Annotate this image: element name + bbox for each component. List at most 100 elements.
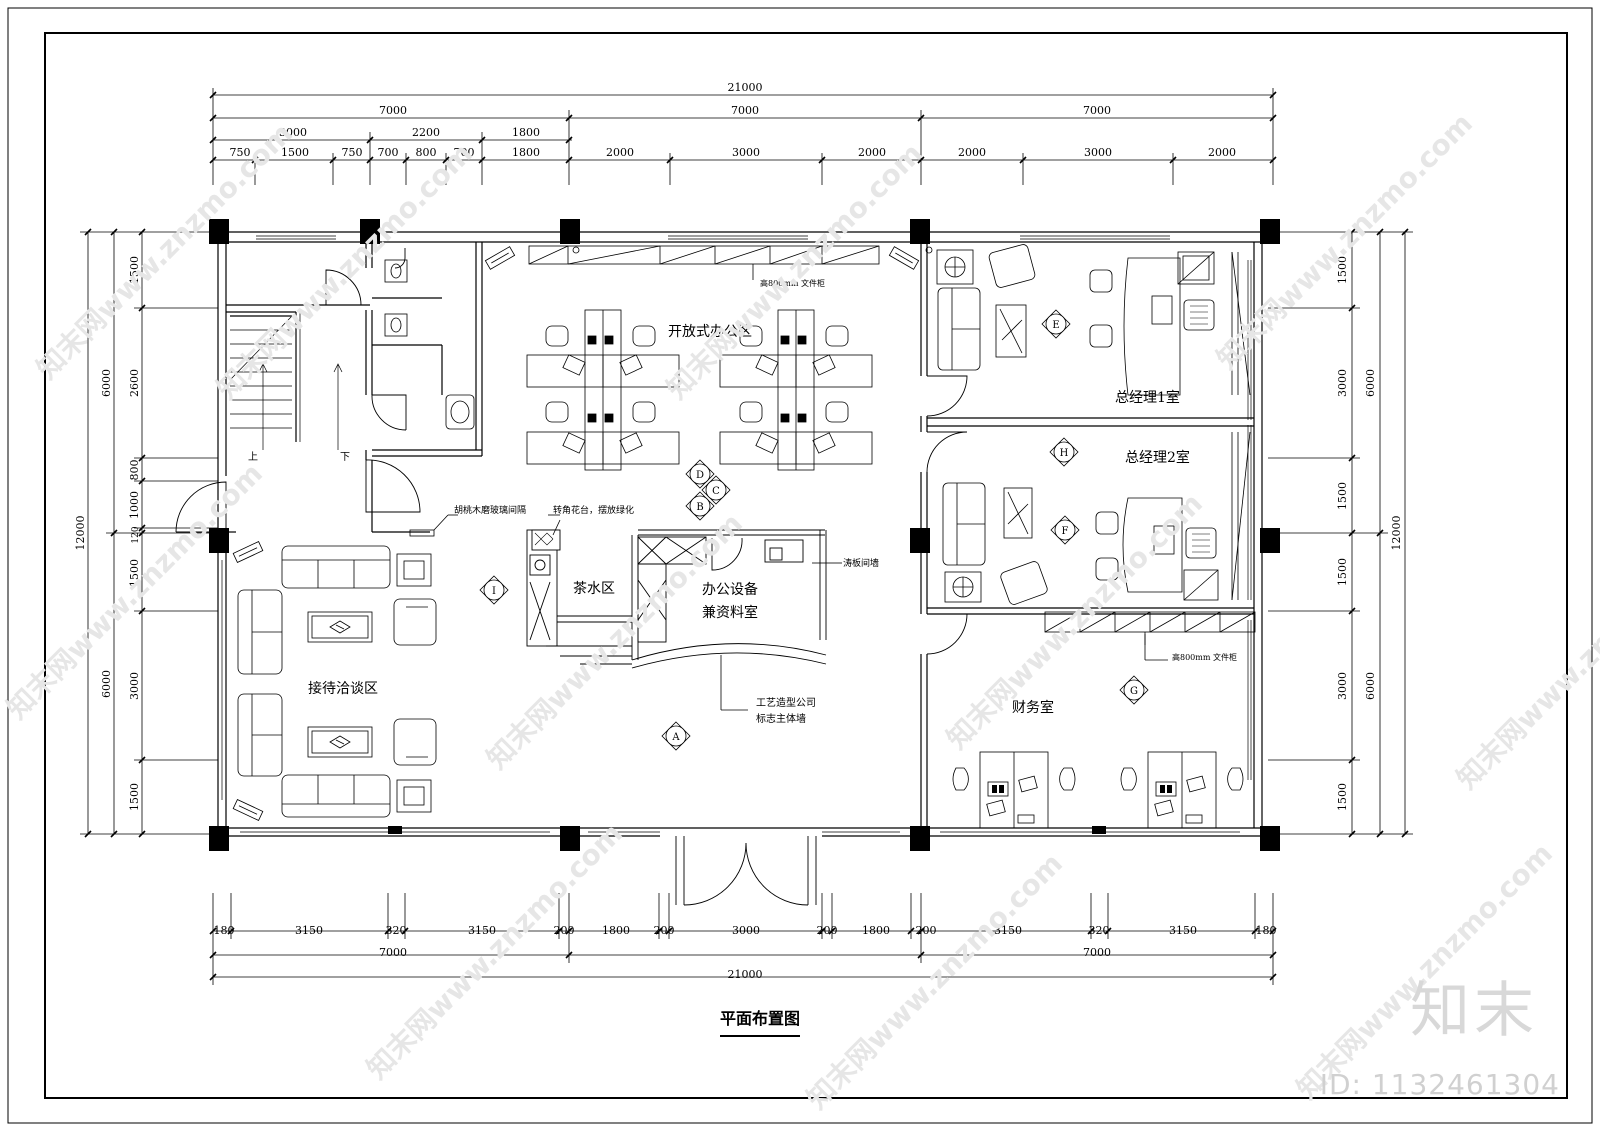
- dim-bottom-seg: 200: [554, 924, 575, 937]
- dim-top-7000-b: 7000: [731, 104, 759, 117]
- dim-left-seg: 1500: [128, 256, 141, 284]
- dim-bottom-seg: 200: [654, 924, 675, 937]
- structural-columns: [209, 219, 1280, 851]
- workstation-cluster-2: [719, 309, 873, 471]
- workstations: [526, 309, 873, 471]
- marker-G: [1119, 675, 1149, 705]
- doors: [175, 248, 968, 906]
- stair-down-label: 下: [340, 452, 350, 463]
- marker-label-E: E: [1052, 320, 1059, 331]
- dim-bottom-seg: 180: [214, 924, 235, 937]
- dim-left-seg: 120: [131, 526, 141, 543]
- marker-C: [701, 475, 731, 505]
- left-dimension-labels: 12000 6000 6000 1500 2600 800 1000 120 1…: [74, 256, 141, 811]
- cabinet-note-finance: 高800mm 文件柜: [1172, 652, 1237, 662]
- reception-furniture: [237, 545, 437, 818]
- dim-top-seg: 2000: [858, 146, 886, 159]
- dim-bottom-seg: 3150: [1169, 924, 1197, 937]
- left-dimensions: [80, 228, 218, 838]
- finance-monitors: [992, 785, 1172, 793]
- marker-I: [479, 575, 509, 605]
- note-glass-partition: 胡桃木磨玻璃间隔: [454, 504, 526, 516]
- dim-left-seg: 1500: [128, 559, 141, 587]
- top-dimension-labels: 21000 7000 7000 7000 3000 2200 1800 750 …: [230, 81, 1237, 159]
- marker-E: [1041, 309, 1071, 339]
- room-finance: 财务室: [1012, 699, 1054, 716]
- dim-top-3000: 3000: [279, 126, 307, 139]
- dim-bottom-seg: 200: [916, 924, 937, 937]
- marker-B: [685, 491, 715, 521]
- marker-label-C: C: [712, 486, 720, 497]
- dim-left-seg: 800: [128, 460, 141, 481]
- dim-top-seg: 3000: [1084, 146, 1112, 159]
- dim-right-seg: 1500: [1336, 783, 1349, 811]
- dim-right-seg: 1500: [1336, 482, 1349, 510]
- room-equipment-line1: 办公设备: [702, 581, 758, 598]
- dim-left-6000-a: 6000: [100, 369, 113, 397]
- right-dimensions: [1268, 228, 1413, 838]
- marker-label-G: G: [1130, 686, 1138, 697]
- dim-left-seg: 2600: [128, 369, 141, 397]
- marker-F: [1050, 515, 1080, 545]
- outer-frame: [7, 7, 1593, 1124]
- dim-bottom-seg: 320: [386, 924, 407, 937]
- room-tea: 茶水区: [573, 581, 615, 597]
- dim-top-2200: 2200: [412, 126, 440, 139]
- dim-left-seg: 1000: [128, 491, 141, 519]
- dim-bottom-seg: 3150: [994, 924, 1022, 937]
- dim-bottom-seg: 200: [817, 924, 838, 937]
- dim-top-seg: 2000: [1208, 146, 1236, 159]
- bottom-dimensions: [209, 893, 1277, 985]
- dim-bottom-7000-b: 7000: [1083, 946, 1111, 959]
- room-gm1: 总经理1室: [1115, 389, 1180, 406]
- room-gm2: 总经理2室: [1125, 449, 1190, 466]
- dim-bottom-seg: 3150: [295, 924, 323, 937]
- dim-top-seg: 2000: [958, 146, 986, 159]
- room-equipment-line2: 兼资料室: [702, 604, 758, 621]
- room-labels: 开放式办公区 总经理1室 总经理2室 茶水区 办公设备 兼资料室 接待洽谈区 财…: [308, 324, 1190, 716]
- dim-right-seg: 1500: [1336, 256, 1349, 284]
- watermark-logo: 知末: [1410, 976, 1538, 1046]
- marker-H: [1049, 437, 1079, 467]
- glass-partition: [409, 514, 1168, 711]
- wc-fixtures: [384, 259, 475, 430]
- dim-left-seg: 3000: [128, 672, 141, 700]
- room-reception: 接待洽谈区: [308, 680, 378, 697]
- marker-label-H: H: [1060, 448, 1069, 459]
- dim-top-seg: 3000: [732, 146, 760, 159]
- dim-bottom-seg: 3150: [468, 924, 496, 937]
- dim-top-seg: 750: [342, 146, 363, 159]
- inner-frame: [44, 32, 1568, 1099]
- dim-bottom-7000-a: 7000: [379, 946, 407, 959]
- note-logo-wall-1: 工艺造型公司: [756, 696, 816, 709]
- dim-right-seg: 1500: [1336, 558, 1349, 586]
- dim-top-seg: 800: [416, 146, 437, 159]
- marker-label-D: D: [696, 470, 704, 481]
- dim-right-seg: 3000: [1336, 369, 1349, 397]
- dim-top-seg: 750: [230, 146, 251, 159]
- top-file-cabinets: [528, 245, 933, 280]
- marker-label-F: F: [1062, 526, 1069, 537]
- gm2-furniture: [942, 431, 1251, 605]
- marker-label-A: A: [671, 732, 680, 743]
- dim-bottom-seg: 180: [1256, 924, 1277, 937]
- dim-top-seg: 1500: [281, 146, 309, 159]
- note-wave-wall: 涛板间墙: [843, 557, 879, 569]
- dim-right-6000-a: 6000: [1364, 369, 1377, 397]
- dim-left-6000-b: 6000: [100, 670, 113, 698]
- dim-top-7000-c: 7000: [1083, 104, 1111, 117]
- marker-D: [685, 459, 715, 489]
- dim-top-seg: 1800: [512, 146, 540, 159]
- room-open-office: 开放式办公区: [668, 324, 752, 340]
- dim-right-total: 12000: [1390, 516, 1403, 551]
- watermark-id: ID: 1132461304: [1319, 1068, 1560, 1101]
- dim-bottom-seg: 1800: [862, 924, 890, 937]
- tea-and-equipment-rooms: [526, 529, 827, 669]
- dim-top-seg: 700: [378, 146, 399, 159]
- bottom-dimension-labels: 180 3150 320 3150 200 1800 200 3000 200 …: [214, 924, 1277, 981]
- view-markers: [479, 309, 1149, 751]
- marker-label-B: B: [696, 502, 703, 513]
- finance-furniture: [952, 611, 1256, 829]
